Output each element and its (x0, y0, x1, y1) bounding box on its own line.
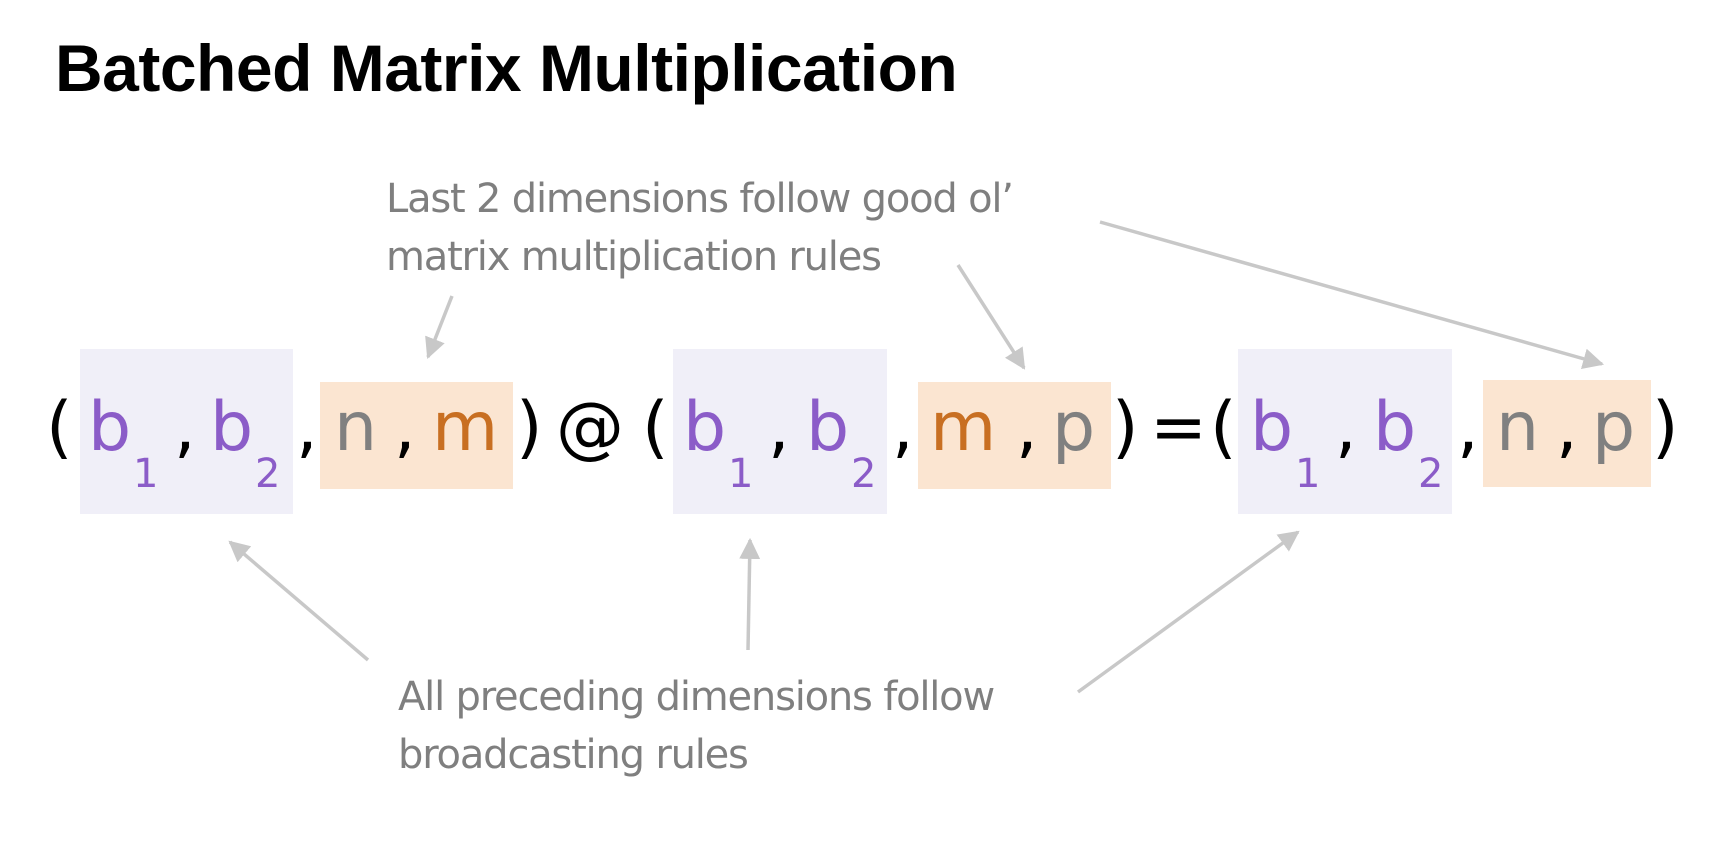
result-comma-2: , (1457, 388, 1479, 467)
lhs-comma-2: , (296, 388, 318, 467)
arrow-to-rhs-matrix (956, 264, 1026, 370)
result-comma-1: , (1335, 388, 1357, 467)
matrix-rules-line-2: matrix multiplication rules (386, 234, 882, 280)
rhs-comma-3: , (1016, 388, 1038, 467)
result-batch-dim-2: b (1373, 388, 1417, 467)
matmul-operator: @ (556, 388, 624, 467)
lhs-batch-sub-2: 2 (255, 451, 281, 497)
result-open-paren: ( (1210, 388, 1237, 467)
rhs-batch-sub-2: 2 (851, 451, 877, 497)
rhs-close-paren: ) (1112, 388, 1139, 467)
result-batch-dim-1: b (1250, 388, 1294, 467)
result-matrix-box (1483, 380, 1651, 487)
arrow-to-result-matrix (1099, 220, 1605, 369)
result-batch-sub-2: 2 (1418, 451, 1444, 497)
lhs-batch-dim-2: b (210, 388, 254, 467)
lhs-rows-dim: n (334, 388, 378, 467)
arrow-to-lhs-batch (228, 540, 370, 662)
equals-operator: = (1150, 388, 1207, 467)
lhs-comma-3: , (394, 388, 416, 467)
rhs-comma-1: , (768, 388, 790, 467)
arrow-to-result-batch (1076, 530, 1300, 694)
lhs-batch-box (80, 349, 293, 514)
rhs-batch-box (673, 349, 887, 514)
matrix-rules-annotation: Last 2 dimensions follow good ol’ matrix… (386, 170, 1014, 286)
broadcast-rules-annotation: All preceding dimensions follow broadcas… (398, 668, 995, 784)
lhs-batch-sub-1: 1 (133, 451, 159, 497)
rhs-matrix-box (918, 382, 1111, 489)
arrow-to-lhs-inner-dim (425, 295, 454, 359)
result-batch-sub-1: 1 (1295, 451, 1321, 497)
lhs-comma-1: , (174, 388, 196, 467)
lhs-close-paren: ) (516, 388, 543, 467)
page-title: Batched Matrix Multiplication (55, 31, 958, 105)
broadcast-rules-line-2: broadcasting rules (398, 732, 749, 778)
lhs-open-paren: ( (46, 388, 73, 467)
result-cols-dim: p (1592, 388, 1636, 467)
rhs-inner-dim: m (930, 388, 997, 467)
lhs-inner-dim: m (432, 388, 499, 467)
rhs-cols-dim: p (1052, 388, 1096, 467)
matrix-rules-line-1: Last 2 dimensions follow good ol’ (386, 176, 1014, 222)
broadcast-rules-line-1: All preceding dimensions follow (398, 674, 995, 720)
rhs-open-paren: ( (642, 388, 669, 467)
lhs-matrix-box (320, 382, 513, 489)
rhs-batch-sub-1: 1 (728, 451, 754, 497)
result-batch-box (1238, 349, 1452, 514)
arrow-to-rhs-batch (739, 537, 761, 651)
result-rows-dim: n (1496, 388, 1540, 467)
result-close-paren: ) (1652, 388, 1679, 467)
lhs-batch-dim-1: b (88, 388, 132, 467)
result-comma-3: , (1556, 388, 1578, 467)
rhs-batch-dim-1: b (683, 388, 727, 467)
rhs-comma-2: , (892, 388, 914, 467)
rhs-batch-dim-2: b (806, 388, 850, 467)
